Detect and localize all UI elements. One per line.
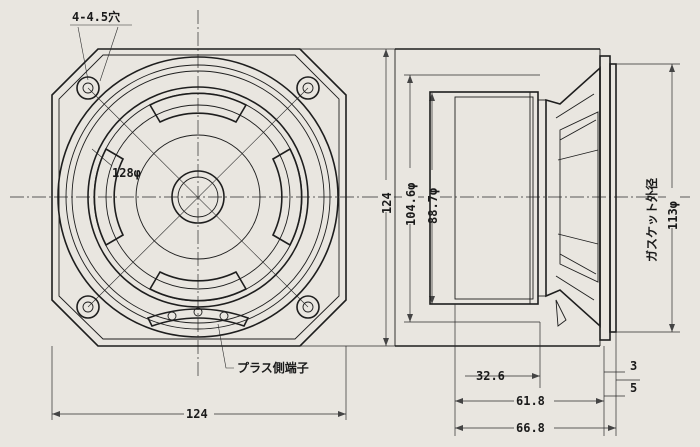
basket-strut-bottom bbox=[555, 233, 599, 301]
mounting-hole-bottom-left bbox=[76, 295, 100, 319]
dia-inner-label: 88.7φ bbox=[426, 188, 440, 224]
terminal-strip bbox=[146, 307, 250, 327]
diagonal-line-2 bbox=[87, 87, 309, 308]
diameter-leader bbox=[91, 148, 113, 167]
basket-outer-ring bbox=[57, 56, 339, 338]
mounting-hole-top-right bbox=[296, 76, 320, 100]
magnet-body bbox=[429, 91, 539, 305]
terminal-leader bbox=[217, 323, 234, 369]
height-label: 124 bbox=[380, 192, 394, 214]
diameter-label: 128φ bbox=[112, 166, 141, 180]
flange-label-b: 5 bbox=[630, 381, 637, 395]
gasket-label: ガスケット外径 bbox=[644, 178, 659, 262]
gasket-dia-label: 113φ bbox=[666, 201, 680, 230]
depth-total-label: 66.8 bbox=[516, 421, 545, 435]
basket-strut-top bbox=[555, 93, 599, 161]
basket-ring-3 bbox=[71, 70, 325, 324]
frame-inner-border bbox=[58, 54, 340, 340]
depth-small-label: 32.6 bbox=[476, 369, 505, 383]
gasket bbox=[609, 63, 617, 333]
cone-profile bbox=[559, 111, 599, 283]
width-label: 124 bbox=[186, 407, 208, 421]
hole-leader-2 bbox=[99, 26, 119, 82]
surround-outer bbox=[87, 86, 309, 308]
cone-ring-a bbox=[105, 104, 291, 290]
hole-label: 4-4.5穴 bbox=[72, 9, 120, 24]
basket-window-left bbox=[93, 147, 125, 247]
terminal-tab bbox=[555, 299, 567, 327]
dia-outer-label: 104.6φ bbox=[404, 183, 418, 226]
flange-label-a: 3 bbox=[630, 359, 637, 373]
dust-cap-outer bbox=[171, 170, 225, 224]
basket-window-right bbox=[271, 147, 303, 247]
depth-mid-label: 61.8 bbox=[516, 394, 545, 408]
mounting-hole-top-left bbox=[76, 76, 100, 100]
dust-cap-inner bbox=[177, 176, 219, 218]
basket-window-top bbox=[148, 92, 248, 124]
depth-small-arrow bbox=[532, 373, 540, 379]
side-view: 124 104.6φ 88.7φ bbox=[300, 48, 690, 436]
basket-ring-2 bbox=[65, 64, 331, 330]
cone-ring-b bbox=[135, 134, 261, 260]
basket-window-bottom bbox=[148, 270, 248, 302]
hole-leader-1 bbox=[77, 26, 89, 81]
mounting-hole-bottom-right bbox=[296, 295, 320, 319]
front-flange bbox=[599, 55, 611, 341]
front-view: 4-4.5穴 128φ プラス側端子 124 bbox=[10, 9, 372, 421]
magnet-inner bbox=[454, 96, 534, 300]
terminal-label: プラス側端子 bbox=[237, 360, 309, 375]
